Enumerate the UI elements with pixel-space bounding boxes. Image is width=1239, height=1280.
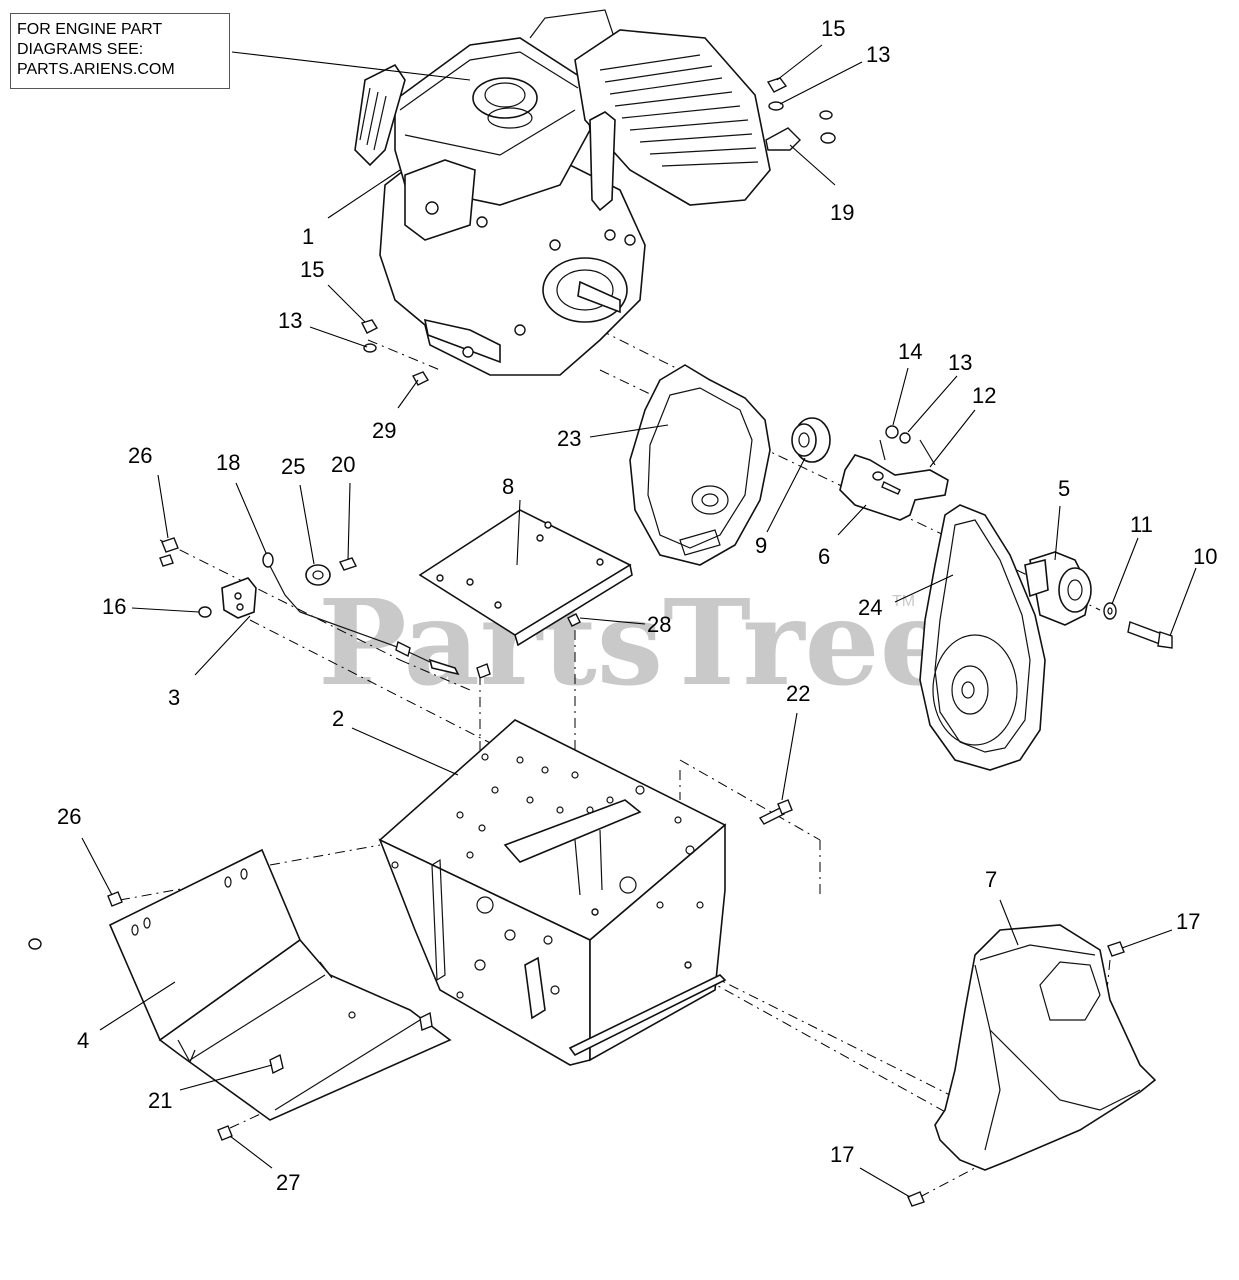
callout-17b: 17 [830, 1142, 854, 1167]
note-line-3: PARTS.ARIENS.COM [17, 61, 175, 78]
callout-18: 18 [216, 450, 240, 475]
screw-17 [907, 941, 1125, 1207]
callout-17a: 17 [1176, 909, 1200, 934]
callout-4: 4 [77, 1028, 89, 1053]
washer-icon [1103, 602, 1117, 620]
callout-7: 7 [985, 867, 997, 892]
callout-3: 3 [168, 685, 180, 710]
leader-lines [81, 44, 1197, 1198]
idler-pulley-icon [791, 417, 831, 463]
callout-13b: 13 [278, 308, 302, 333]
callout-1: 1 [302, 224, 314, 249]
callouts: 1 2 3 4 5 6 7 8 9 10 11 12 13 13 13 14 1… [57, 16, 1217, 1195]
belt-icon [919, 504, 1046, 771]
callout-20: 20 [331, 452, 355, 477]
pulley-icon [1024, 551, 1092, 626]
engine-parts-note: FOR ENGINE PART DIAGRAMS SEE: PARTS.ARIE… [10, 13, 230, 89]
pulley-25-icon [305, 564, 331, 586]
frame-icon [378, 719, 727, 1066]
callout-12: 12 [972, 383, 996, 408]
plate-icon [418, 509, 633, 647]
callout-24: 24 [858, 595, 882, 620]
screw-26-top [159, 537, 179, 567]
idler-arm-icon [839, 425, 949, 521]
callout-14: 14 [898, 339, 922, 364]
bracket-icon [221, 577, 257, 619]
callout-10: 10 [1193, 544, 1217, 569]
callout-2: 2 [332, 706, 344, 731]
callout-22: 22 [786, 681, 810, 706]
callout-27: 27 [276, 1170, 300, 1195]
watermark-text: PartsTree [318, 573, 955, 712]
callout-11: 11 [1130, 512, 1153, 537]
bolt-icon [1127, 621, 1173, 649]
screw-26-bottom [28, 891, 233, 1141]
engine-left-hardware [361, 319, 430, 386]
engine-icon [354, 9, 771, 376]
callout-9: 9 [755, 533, 767, 558]
callout-5: 5 [1058, 476, 1070, 501]
callout-28: 28 [647, 612, 671, 637]
callout-15b: 15 [300, 257, 324, 282]
callout-23: 23 [557, 426, 581, 451]
note-line-2: DIAGRAMS SEE: [17, 41, 144, 58]
cable-icon [262, 552, 460, 676]
callout-8: 8 [502, 474, 514, 499]
callout-25: 25 [281, 454, 305, 479]
callout-29: 29 [372, 418, 396, 443]
watermark-tm: TM [892, 593, 915, 610]
callout-21: 21 [148, 1088, 172, 1113]
belt-cover-icon [934, 924, 1157, 1171]
nut-28 [476, 663, 491, 679]
callout-19: 19 [830, 200, 854, 225]
callout-13c: 13 [948, 350, 972, 375]
callout-16: 16 [102, 594, 126, 619]
callout-26b: 26 [57, 804, 81, 829]
callout-26a: 26 [128, 443, 152, 468]
engine-top-hardware [765, 77, 836, 151]
belt-guard-icon [629, 364, 771, 566]
callout-6: 6 [818, 544, 830, 569]
bolt-22 [758, 799, 793, 825]
note-line-1: FOR ENGINE PART [17, 21, 163, 38]
callout-13a: 13 [866, 42, 890, 67]
nut-16 [198, 606, 212, 618]
callout-15a: 15 [821, 16, 845, 41]
